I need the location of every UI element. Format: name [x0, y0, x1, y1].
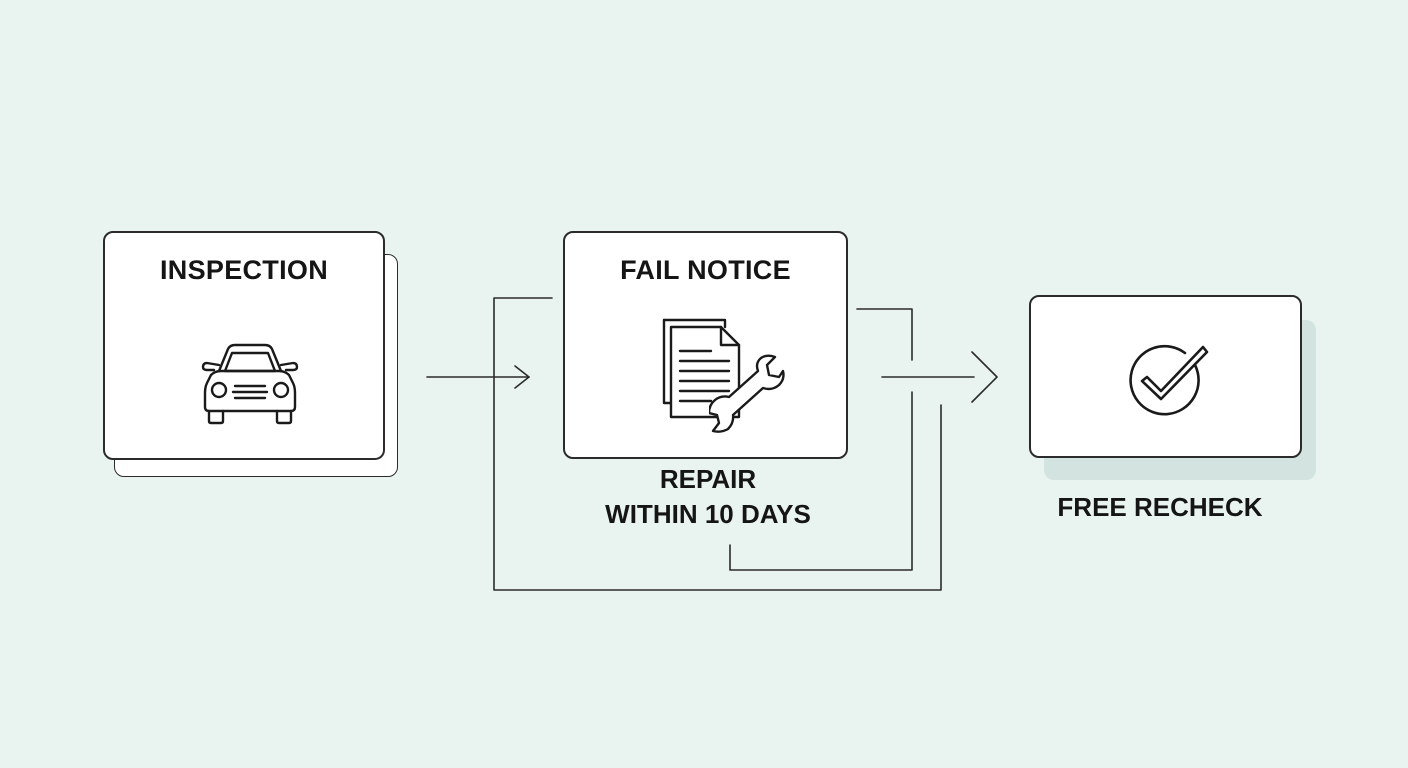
repair-caption: REPAIR WITHIN 10 DAYS	[560, 462, 856, 532]
fail-notice-card: FAIL NOTICE	[563, 231, 848, 459]
inspection-card: INSPECTION	[103, 231, 385, 460]
repair-caption-line-1: REPAIR	[659, 464, 757, 494]
arrow-head-1	[514, 365, 530, 389]
repair-caption-line-2: WITHIN 10 DAYS	[605, 499, 811, 529]
fail-notice-title: FAIL NOTICE	[620, 255, 791, 285]
wrench-icon	[707, 353, 785, 438]
document-icon	[661, 317, 743, 426]
car-icon	[197, 341, 303, 430]
arrow-head-2	[971, 351, 998, 403]
free-recheck-caption: FREE RECHECK	[1057, 492, 1263, 522]
recheck-card	[1029, 295, 1302, 458]
inspection-title: INSPECTION	[159, 255, 329, 285]
repair-loop-outer	[493, 297, 942, 591]
check-circle-icon	[1129, 341, 1209, 422]
repair-loop-inner	[856, 308, 913, 361]
repair-return-line	[729, 391, 913, 571]
